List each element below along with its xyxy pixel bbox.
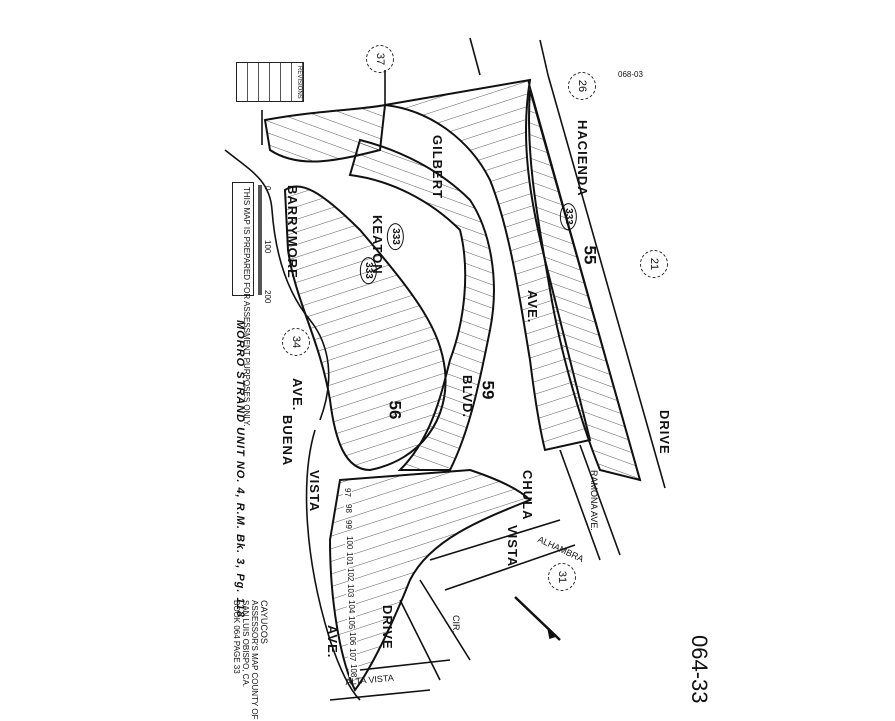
block-55: 55 <box>580 245 600 265</box>
block-north <box>263 103 387 163</box>
adjacent-page-34: 34 <box>282 328 310 356</box>
street-drive-1: DRIVE <box>657 410 672 455</box>
alta-vista-road <box>329 659 451 701</box>
adjacent-page-31: 31 <box>548 563 576 591</box>
alhambra-road <box>429 519 576 591</box>
street-gilbert: GILBERT <box>430 135 445 200</box>
lot-number: 101 <box>345 552 354 566</box>
block-circled-333: 333 <box>559 203 577 230</box>
adjacent-page-21: 21 <box>640 250 668 278</box>
lot-number: 97 <box>343 488 352 497</box>
adjacent-page-26: 26 <box>568 72 596 100</box>
block-59: 59 <box>478 380 498 400</box>
scale-label-100: 100 <box>263 240 272 254</box>
ramona-road <box>559 444 621 561</box>
lot-number: 102 <box>345 568 355 582</box>
lot-number: 103 <box>346 584 355 598</box>
block-56: 56 <box>385 400 405 420</box>
street-ramona: RAMONA AVE. <box>589 470 599 531</box>
street-drive-2: DRIVE <box>380 605 395 650</box>
top-road-edge <box>261 37 549 145</box>
block-circled-333: 333 <box>386 223 404 250</box>
street-buena: BUENA <box>280 415 295 467</box>
street-ave-1: AVE. <box>525 290 540 324</box>
map-title: MORRO STRAND UNIT NO. 4, R.M. Bk. 3, Pg.… <box>234 320 246 619</box>
lot-number: 108 <box>348 664 358 678</box>
revisions-table: REVISIONS <box>236 62 304 102</box>
page-number: 064-33 <box>687 635 712 704</box>
street-vista-1: VISTA <box>505 525 520 568</box>
assessment-note-box: THIS MAP IS PREPARED FOR ASSESSMENT PURP… <box>232 182 254 427</box>
county-note: CAYUCOS ASSESSOR'S MAP COUNTY OF SAN LUI… <box>232 600 269 720</box>
street-chula: CHULA <box>520 470 535 521</box>
street-ave-2: AVE. <box>290 378 305 412</box>
scale-label-0: 0 <box>263 186 272 191</box>
buena-vista-road-edge <box>305 429 361 701</box>
block-circled-333: 333 <box>359 257 377 284</box>
block-gilbert-ave <box>384 78 592 452</box>
street-cir: CIR. <box>451 615 461 633</box>
block-hacienda <box>528 89 642 482</box>
street-blvd: BLVD. <box>460 375 475 419</box>
lot-number: 106 <box>347 632 357 646</box>
block-keaton-blvd <box>348 138 495 471</box>
block-barrymore-keaton <box>283 185 447 472</box>
street-hacienda: HACIENDA <box>575 120 590 197</box>
block-south <box>328 468 532 692</box>
street-barrymore: BARRYMORE <box>285 185 300 279</box>
lot-number: 107 <box>348 648 357 662</box>
scale-bar <box>258 185 262 295</box>
revisions-header: REVISIONS <box>292 63 303 101</box>
lot-number: 98 <box>343 504 353 513</box>
lot-number: 104 <box>346 600 356 614</box>
scale-label-200: 200 <box>263 290 272 304</box>
lot-number: 99 <box>344 520 353 529</box>
street-ave-3: AVE. <box>325 625 340 659</box>
lot-number: 105 <box>347 616 356 630</box>
corner-reference: 068-03 <box>618 70 643 79</box>
lot-number: 100 <box>344 536 354 550</box>
street-vista-2: VISTA <box>307 470 322 513</box>
adjacent-page-37: 37 <box>366 45 394 73</box>
hacienda-drive-edge <box>547 74 666 489</box>
cir-road <box>399 579 471 681</box>
